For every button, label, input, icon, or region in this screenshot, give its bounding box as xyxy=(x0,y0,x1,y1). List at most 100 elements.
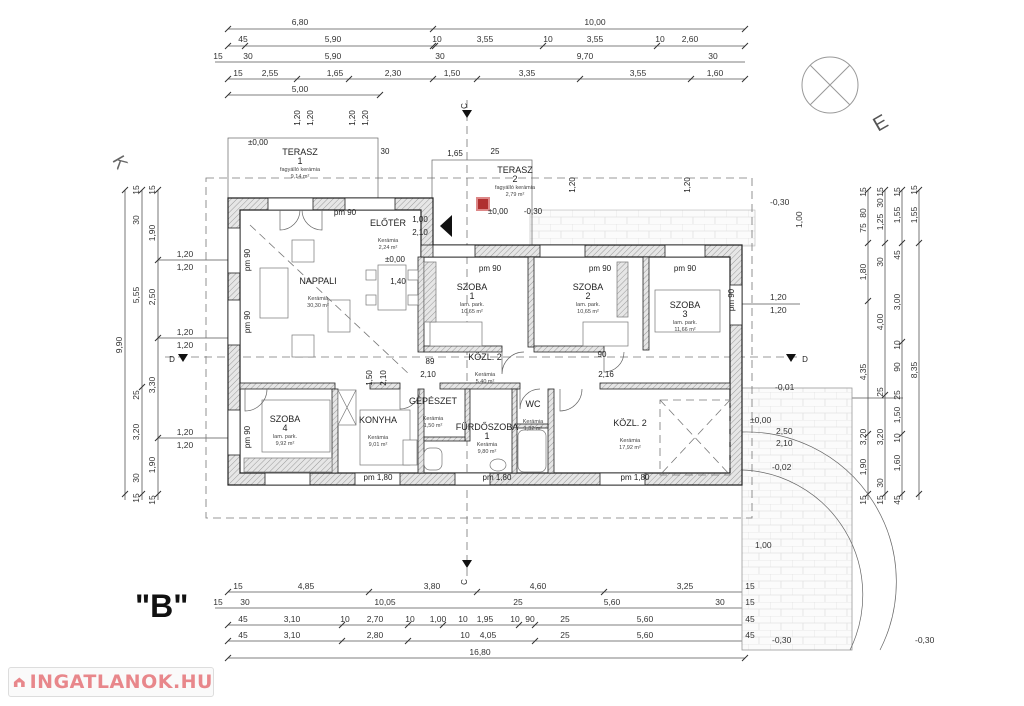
dimension-label: 25 xyxy=(892,390,902,400)
watermark-logo[interactable]: INGATLANOK.HU xyxy=(8,667,214,697)
dimension-label: 30 xyxy=(131,473,141,483)
dimension-label: 30 xyxy=(708,51,718,61)
dimension-label: 15 xyxy=(131,185,141,195)
dimension-label: 9,90 xyxy=(114,336,124,353)
dimension-label: 15 xyxy=(233,581,243,591)
exterior-walls xyxy=(227,197,743,486)
room-floor-type: Kerámia xyxy=(308,296,329,302)
dimension-label: -0,01 xyxy=(775,382,795,392)
dimension-label: 15 xyxy=(213,597,223,607)
dimension-label: 15 xyxy=(147,495,157,505)
dimension-label: 90 xyxy=(525,614,535,624)
window-dimension-label: 1,20 xyxy=(177,340,194,350)
plan-annotation: ±0,00 xyxy=(248,138,269,147)
plan-annotation: 1,20 xyxy=(361,110,370,126)
room-area: 9,01 m² xyxy=(369,442,388,448)
section-marker-label: C xyxy=(460,579,469,585)
dimension-label: 1,00 xyxy=(430,614,447,624)
dimension-label: 3,20 xyxy=(875,428,885,445)
dimension-label: 25 xyxy=(560,630,570,640)
logo-text: INGATLANOK.HU xyxy=(29,671,213,693)
room-floor-type: Kerámia xyxy=(378,238,399,244)
skylight-outline xyxy=(659,399,731,476)
room-floor-type: Kerámia xyxy=(368,435,389,441)
dimension-label: 25 xyxy=(875,387,885,397)
room-name: GÉPÉSZET xyxy=(409,396,458,406)
dimension-label: 1,25 xyxy=(875,213,885,230)
room-number: 1 xyxy=(469,291,474,301)
plan-annotation: pm 1,80 xyxy=(483,473,512,482)
dimension-label: 1,55 xyxy=(892,206,902,223)
plan-annotation: ±0,00 xyxy=(385,255,406,264)
dimension-label: 1,00 xyxy=(794,211,804,228)
house-logo-icon xyxy=(13,677,25,687)
room-floor-type: Kerámia xyxy=(523,419,544,425)
plan-annotation: pm 1,80 xyxy=(621,473,650,482)
room-area: 11,66 m² xyxy=(674,327,695,333)
room-area: 5,40 m² xyxy=(476,379,495,385)
window-dimension-label: 1,20 xyxy=(177,440,194,450)
plan-annotation: 25 xyxy=(491,147,500,156)
dimension-label: 1,50 xyxy=(444,68,461,78)
dimension-label: 1,60 xyxy=(707,68,724,78)
plan-annotation: 1,50 xyxy=(365,370,374,386)
room-floor-type: Kerámia xyxy=(620,438,641,444)
plan-annotation: pm 90 xyxy=(674,264,697,273)
room-name: TERASZ xyxy=(282,147,318,157)
dimension-label: 1,80 xyxy=(858,263,868,280)
room-area: 9,80 m² xyxy=(478,449,497,455)
paved-area-right xyxy=(741,387,853,651)
room-area: 1,50 m² xyxy=(424,423,443,429)
dimension-label: 2,50 xyxy=(776,426,793,436)
dimension-label: 1,65 xyxy=(327,68,344,78)
room-number: 1 xyxy=(297,156,302,166)
room-floor-type: Kerámia xyxy=(475,372,496,378)
dimension-label: 10,00 xyxy=(584,17,606,27)
dimension-label: 3,25 xyxy=(677,581,694,591)
dimension-label: 45 xyxy=(892,250,902,260)
dimension-label: 15 xyxy=(892,187,902,197)
dimension-label: 1,20 xyxy=(770,292,787,302)
dimension-label: 2,60 xyxy=(682,34,699,44)
dimension-label: -0,30 xyxy=(915,635,935,645)
dimension-label: 10 xyxy=(458,614,468,624)
window-dimension-label: 1,20 xyxy=(177,249,194,259)
dimension-label: 1,60 xyxy=(892,454,902,471)
svg-text:K: K xyxy=(109,152,132,172)
room-area: 9,92 m² xyxy=(276,441,295,447)
dimension-label: 25 xyxy=(560,614,570,624)
plan-annotation: 89 xyxy=(426,357,435,366)
dimension-label: 1,50 xyxy=(892,406,902,423)
section-marker-label: C xyxy=(460,103,469,109)
dimension-label: 4,85 xyxy=(298,581,315,591)
dimension-label: 3,30 xyxy=(147,376,157,393)
dimension-label: 10 xyxy=(460,630,470,640)
dimension-label: 4,60 xyxy=(530,581,547,591)
dimension-label: 5,55 xyxy=(131,286,141,303)
plan-annotation: pm 90 xyxy=(589,264,612,273)
room-name: SZOBA xyxy=(670,300,701,310)
dimension-label: 15 xyxy=(875,495,885,505)
plan-annotation: pm 90 xyxy=(727,288,736,311)
section-arrow-c-bottom xyxy=(462,560,472,568)
room-number: 1 xyxy=(484,431,489,441)
plan-annotation: pm 1,80 xyxy=(364,473,393,482)
svg-text:E: E xyxy=(870,111,893,137)
dimension-label: 2,70 xyxy=(367,614,384,624)
room-area: 2,79 m² xyxy=(506,192,525,198)
plan-annotation: 1,20 xyxy=(348,110,357,126)
dimension-label: 10 xyxy=(892,340,902,350)
dimension-label: 2,30 xyxy=(385,68,402,78)
dimension-label: 10 xyxy=(340,614,350,624)
room-floor-type: Kerámia xyxy=(423,416,444,422)
dimension-label: 15 xyxy=(213,51,223,61)
plan-annotation: 1,20 xyxy=(306,110,315,126)
room-area: 9,14 m² xyxy=(291,174,310,180)
plan-annotation: pm 90 xyxy=(243,310,252,333)
dimension-label: 16,80 xyxy=(469,647,491,657)
dimension-label: 5,60 xyxy=(604,597,621,607)
dimension-label: 25 xyxy=(131,390,141,400)
dimension-label: 5,00 xyxy=(292,84,309,94)
dimension-label: 10,05 xyxy=(374,597,396,607)
